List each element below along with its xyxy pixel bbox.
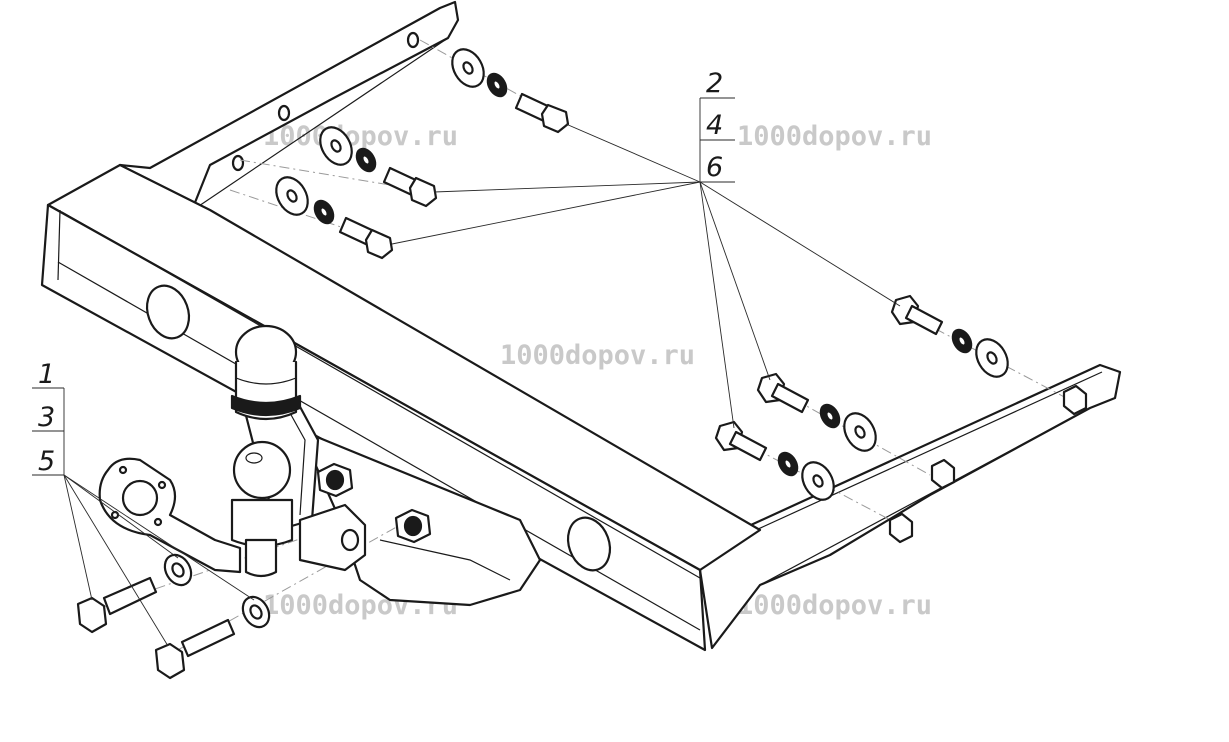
fastener-set-bottom-2: [154, 595, 271, 680]
fastener-set-right-2: [756, 372, 877, 452]
beam-oval-hole: [145, 284, 191, 340]
beam-oval-hole: [566, 516, 612, 572]
callout-label-1: 1: [38, 359, 55, 390]
fastener-set-right-3: [714, 420, 835, 501]
fastener-set-right-1: [890, 294, 1009, 378]
fastener-set-bottom-1: [76, 553, 193, 634]
watermark-bottom-right: 1000dopov.ru: [737, 590, 932, 621]
callout-left: 1 3 5: [32, 359, 255, 647]
fastener-set-top-2: [319, 126, 438, 208]
callout-label-5: 5: [38, 446, 55, 477]
tow-ball-cap: [230, 324, 302, 421]
watermark-top-left: 1000dopov.ru: [263, 121, 458, 152]
callout-label-2: 2: [706, 68, 723, 99]
callout-right: 2 4 6: [391, 68, 901, 429]
bracket-hole: [406, 31, 420, 49]
callout-label-6: 6: [706, 152, 723, 183]
watermark-top-right: 1000dopov.ru: [737, 121, 932, 152]
tow-ball: [230, 440, 294, 578]
callout-label-3: 3: [38, 402, 55, 433]
left-side-bracket: [118, 0, 460, 217]
fastener-set-top-3: [275, 176, 394, 260]
watermark-center: 1000dopov.ru: [500, 340, 695, 371]
fastener-set-top-1: [451, 48, 570, 134]
right-side-bracket: [698, 363, 1122, 650]
socket-plate: [98, 457, 242, 574]
bracket-hole: [277, 104, 291, 122]
ball-mount-nuts: [316, 462, 432, 544]
main-cross-beam: [40, 163, 762, 652]
bracket-hole: [231, 154, 245, 172]
mounting-tab: [298, 503, 367, 572]
callout-label-4: 4: [706, 110, 723, 141]
bracket-nuts: [888, 384, 1088, 544]
